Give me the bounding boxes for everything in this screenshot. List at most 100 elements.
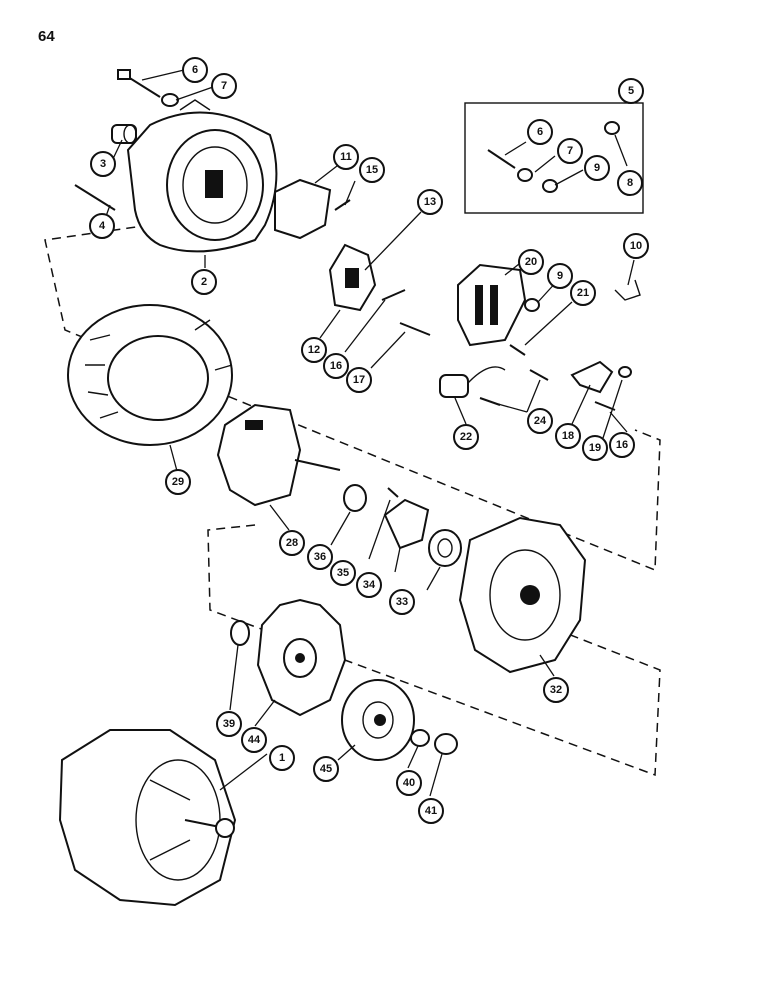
callout-45: 45: [313, 756, 339, 782]
svg-text:39: 39: [223, 718, 235, 730]
svg-text:29: 29: [172, 476, 184, 488]
svg-text:22: 22: [460, 431, 472, 443]
kit-parts: [487, 121, 620, 193]
callout-4: 4: [89, 213, 115, 239]
callout-35: 35: [330, 560, 356, 586]
spacer-36: [343, 484, 367, 512]
callout-22: 22: [453, 424, 479, 450]
svg-text:17: 17: [353, 374, 365, 386]
callout-16b: 16: [609, 432, 635, 458]
svg-text:34: 34: [363, 579, 376, 591]
leader-lines: [103, 69, 635, 797]
callout-6: 6: [182, 57, 208, 83]
bearing-33: [428, 529, 462, 567]
callout-34: 34: [356, 572, 382, 598]
retainer-34: [383, 498, 430, 550]
bolt-4: [74, 184, 116, 211]
svg-text:28: 28: [286, 537, 298, 549]
callout-8: 8: [617, 170, 643, 196]
callout-9b: 9: [547, 263, 573, 289]
callout-12: 12: [301, 337, 327, 363]
rotor: [216, 403, 341, 507]
svg-text:10: 10: [630, 240, 642, 252]
callout-17: 17: [346, 367, 372, 393]
callout-36: 36: [307, 544, 333, 570]
svg-text:24: 24: [534, 415, 547, 427]
slip-ring-end-frame: [126, 99, 278, 253]
screw-24b: [479, 397, 501, 406]
callout-10: 10: [623, 233, 649, 259]
callout-44: 44: [241, 727, 267, 753]
svg-text:12: 12: [308, 344, 320, 356]
svg-text:15: 15: [366, 164, 378, 176]
callout-2: 2: [191, 269, 217, 295]
terminal-10: [614, 279, 641, 301]
callout-5: 5: [618, 78, 644, 104]
svg-text:40: 40: [403, 777, 415, 789]
svg-text:9: 9: [594, 162, 600, 174]
callout-7: 7: [211, 73, 237, 99]
svg-text:7: 7: [221, 80, 227, 92]
screw-16b: [594, 401, 616, 411]
capacitor-22: [439, 366, 506, 398]
svg-text:4: 4: [99, 220, 106, 232]
callout-40: 40: [396, 770, 422, 796]
svg-text:33: 33: [396, 596, 408, 608]
callout-9a: 9: [584, 155, 610, 181]
svg-text:7: 7: [567, 145, 573, 157]
callout-15: 15: [359, 157, 385, 183]
svg-text:32: 32: [550, 684, 562, 696]
callout-16a: 16: [323, 353, 349, 379]
callout-24: 24: [527, 408, 553, 434]
svg-text:44: 44: [248, 734, 261, 746]
callout-32: 32: [543, 677, 569, 703]
svg-text:41: 41: [425, 805, 437, 817]
svg-text:11: 11: [340, 151, 352, 163]
callout-20: 20: [518, 249, 544, 275]
pulley: [341, 679, 415, 761]
fan: [256, 598, 347, 717]
diode-trio: [570, 360, 614, 394]
alternator-assembly: [58, 729, 237, 907]
svg-text:35: 35: [337, 567, 349, 579]
brush-holder: [328, 243, 377, 312]
bearing-3: [111, 124, 137, 144]
bolt-top: [117, 69, 179, 107]
callout-41: 41: [418, 798, 444, 824]
svg-text:45: 45: [320, 763, 332, 775]
callout-39: 39: [216, 711, 242, 737]
callout-3: 3: [90, 151, 116, 177]
callout-11: 11: [333, 144, 359, 170]
nut-19: [618, 366, 632, 378]
svg-text:20: 20: [525, 256, 537, 268]
screw-35: [387, 487, 399, 498]
callout-1: 1: [269, 745, 295, 771]
callout-21: 21: [570, 280, 596, 306]
svg-text:6: 6: [537, 126, 543, 138]
svg-text:36: 36: [314, 551, 326, 563]
svg-text:8: 8: [627, 177, 633, 189]
callout-29: 29: [165, 469, 191, 495]
svg-text:16: 16: [330, 360, 342, 372]
callout-18: 18: [555, 423, 581, 449]
callout-33: 33: [389, 589, 415, 615]
svg-text:13: 13: [424, 196, 436, 208]
svg-text:3: 3: [100, 158, 106, 170]
regulator: [274, 178, 332, 240]
callout-7b: 7: [557, 138, 583, 164]
stator: [67, 304, 233, 446]
screw-24a: [529, 369, 549, 381]
svg-text:5: 5: [628, 85, 634, 97]
screw-21: [509, 344, 526, 356]
kit-box: [464, 102, 644, 214]
svg-text:1: 1: [279, 752, 285, 764]
nut-41: [434, 733, 458, 755]
svg-text:9: 9: [557, 270, 563, 282]
svg-text:2: 2: [201, 276, 207, 288]
screw-17: [399, 322, 431, 336]
page-number: 64: [38, 28, 55, 45]
assembly-line-upper: [44, 224, 661, 572]
assembly-line-lower: [207, 524, 661, 777]
svg-text:16: 16: [616, 439, 628, 451]
